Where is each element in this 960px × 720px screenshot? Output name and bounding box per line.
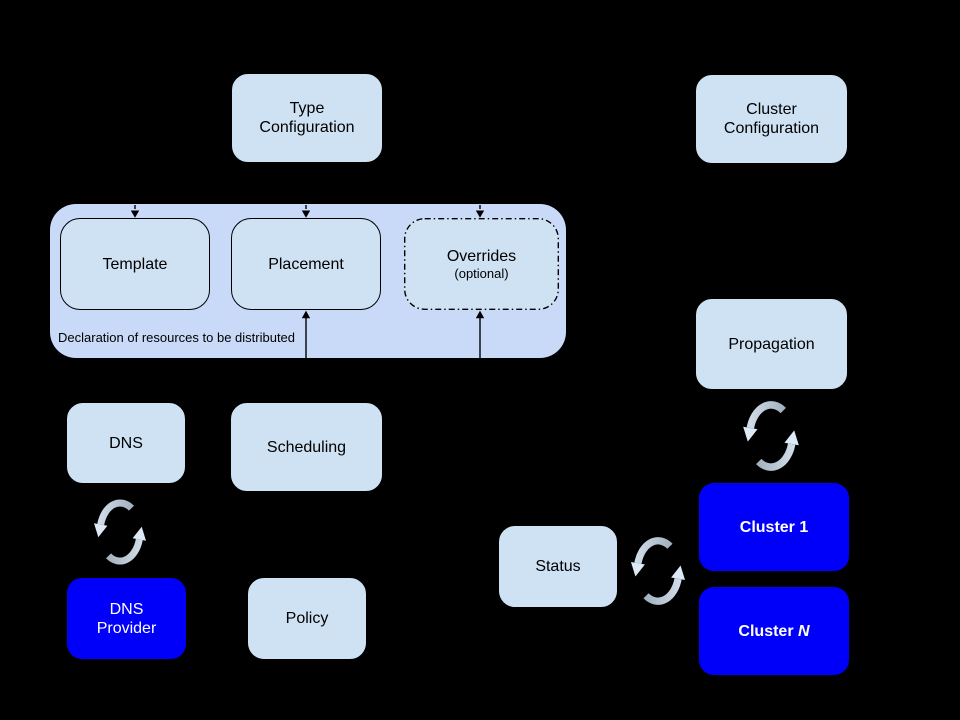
type-configuration-box: Type Configuration [231, 73, 383, 163]
cluster-configuration-box: Cluster Configuration [695, 74, 848, 164]
status-label: Status [535, 558, 581, 575]
overrides-label: Overrides [446, 248, 517, 265]
dns-label: DNS [109, 434, 143, 452]
policy-label: Policy [285, 610, 329, 627]
cluster-configuration-label-line2: Configuration [723, 120, 820, 137]
sync-icon-status [631, 541, 685, 601]
cluster-1-box: Cluster 1 [698, 482, 850, 572]
declaration-caption: Declaration of resources to be distribut… [58, 330, 296, 345]
placement-label: Placement [268, 255, 344, 273]
propagation-label: Propagation [728, 335, 815, 353]
overrides-note: (optional) [454, 266, 509, 281]
cluster-1-label: Cluster 1 [739, 518, 809, 536]
type-configuration-label-line2: Configuration [259, 119, 355, 136]
type-configuration-label-line1: Type [289, 100, 325, 117]
placement-box: Placement [231, 218, 381, 310]
propagation-box: Propagation [695, 298, 848, 390]
scheduling-label: Scheduling [266, 438, 347, 456]
overrides-box: Overrides (optional) [404, 218, 559, 310]
template-label: Template [102, 255, 168, 273]
dns-provider-label-line2: Provider [96, 619, 157, 637]
dns-provider-box: DNS Provider [66, 577, 187, 660]
dns-box: DNS [66, 402, 186, 484]
template-box: Template [60, 218, 210, 310]
cluster-configuration-label-line1: Cluster [746, 101, 797, 118]
scheduling-box: Scheduling [230, 402, 383, 492]
sync-icon-dns [94, 503, 146, 561]
sync-icon-propagation [743, 405, 799, 467]
dns-provider-label-line1: DNS [109, 600, 144, 618]
status-box: Status [498, 525, 618, 608]
policy-box: Policy [247, 577, 367, 660]
